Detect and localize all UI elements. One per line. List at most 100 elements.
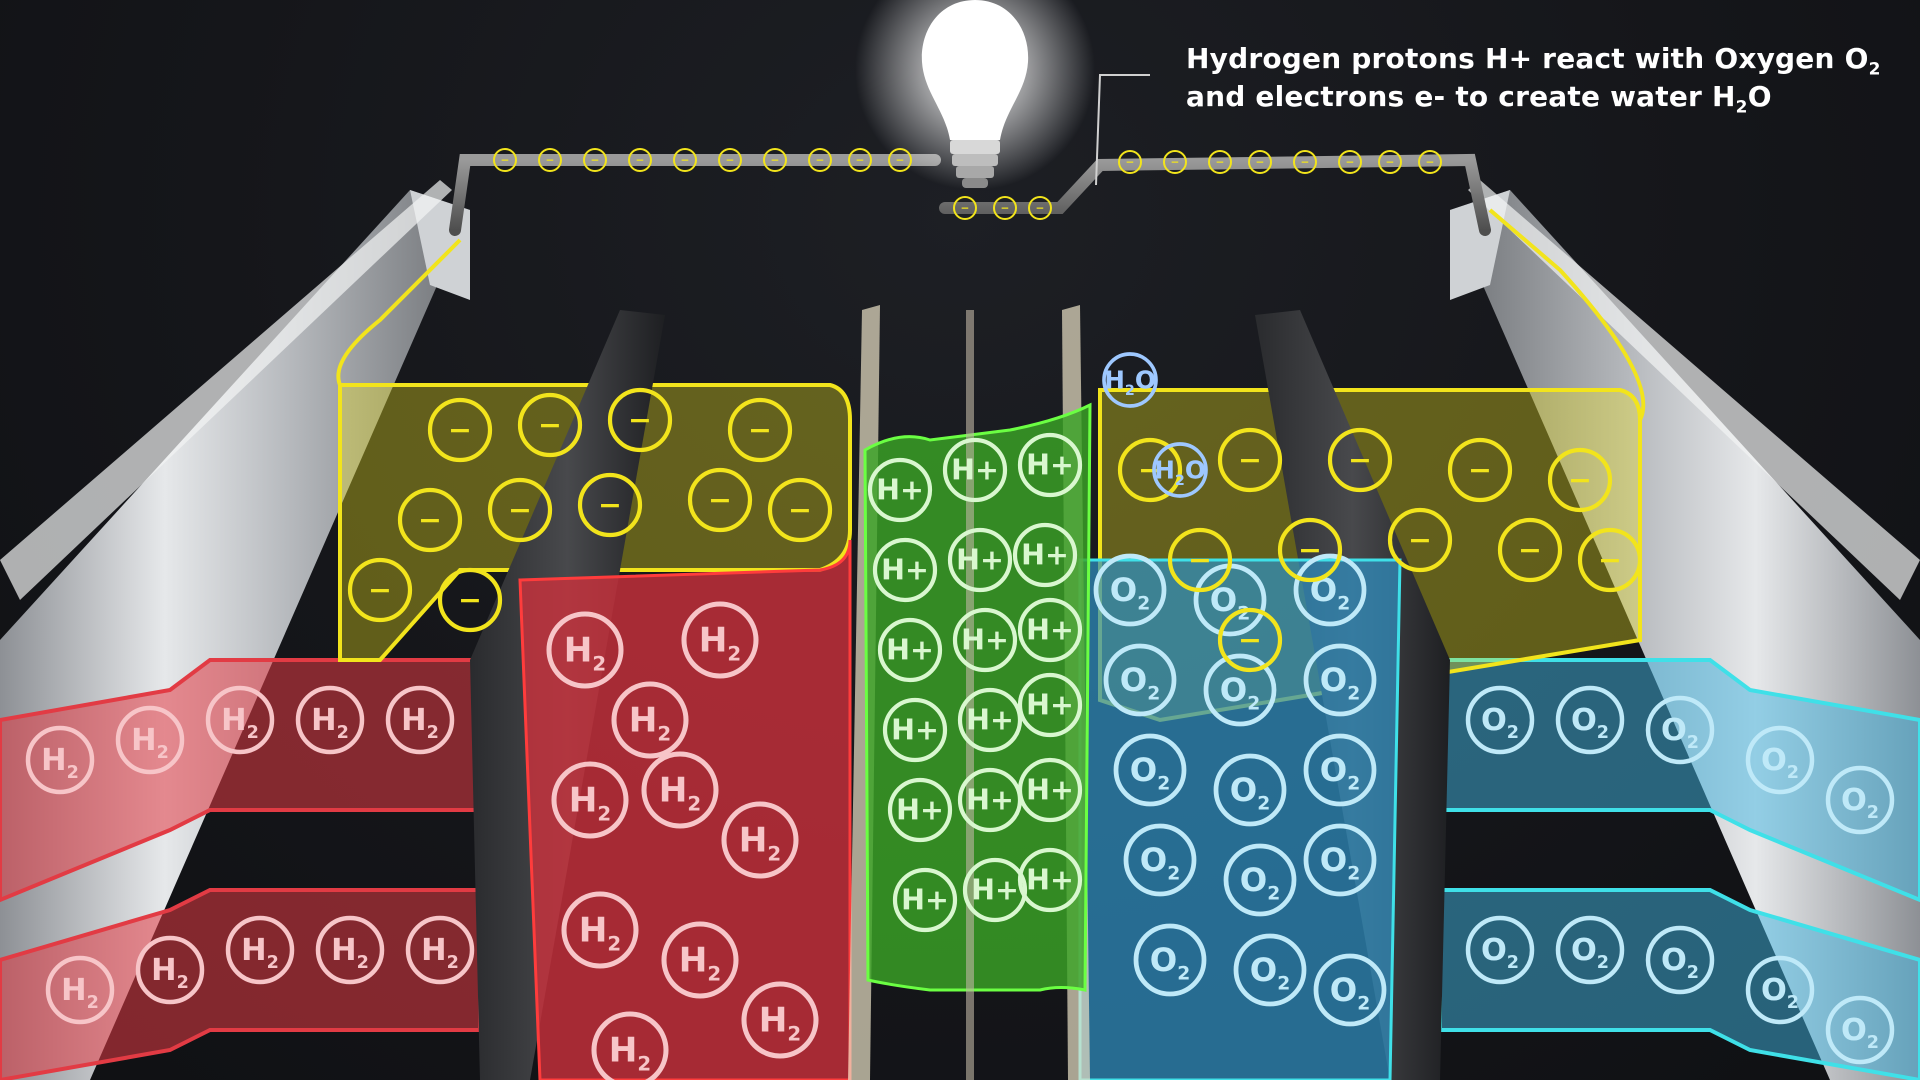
electron-symbol: −: [1598, 544, 1622, 577]
proton-molecule: H+: [1017, 597, 1083, 663]
electron-molecule: −: [347, 557, 413, 623]
electron-symbol: −: [628, 404, 652, 437]
proton-molecule: H+: [962, 857, 1028, 923]
electron-molecule: −: [1447, 437, 1513, 503]
hydrogen-symbol: H2: [629, 701, 671, 746]
electron-symbol: −: [1518, 534, 1542, 567]
oxygen-molecule: O2: [1555, 685, 1625, 755]
electron-symbol: −: [708, 484, 732, 517]
proton-symbol: H+: [1026, 864, 1074, 897]
oxygen-molecule: O2: [1825, 765, 1895, 835]
oxygen-molecule: O2: [1223, 843, 1297, 917]
electron-molecule: −: [808, 148, 832, 172]
electron-symbol: −: [1188, 544, 1212, 577]
proton-symbol: H+: [956, 544, 1004, 577]
electron-symbol: −: [1036, 203, 1045, 215]
light-bulb-icon: [855, 0, 1095, 190]
external-circuit-wire: [449, 74, 1491, 236]
hydrogen-symbol: H2: [759, 1001, 801, 1046]
oxygen-molecule: O2: [1133, 923, 1207, 997]
water-symbol: H2O: [1154, 455, 1206, 489]
electron-symbol: −: [501, 155, 510, 167]
proton-symbol: H+: [891, 714, 939, 747]
electron-symbol: −: [1426, 157, 1435, 169]
oxygen-symbol: O2: [1150, 941, 1190, 985]
electron-molecule: −: [888, 148, 912, 172]
oxygen-symbol: O2: [1110, 571, 1150, 615]
electron-symbol: −: [788, 494, 812, 527]
hydrogen-symbol: H2: [579, 911, 621, 956]
electron-molecule: −: [1217, 427, 1283, 493]
electron-molecule: −: [1163, 150, 1187, 174]
electron-molecule: −: [993, 196, 1017, 220]
proton-symbol: H+: [1026, 614, 1074, 647]
annotation-line-2: and electrons e- to create water H2O: [1186, 80, 1772, 118]
proton-symbol: H+: [1026, 449, 1074, 482]
proton-molecule: H+: [892, 867, 958, 933]
electron-molecule: −: [1118, 150, 1142, 174]
electron-molecule: −: [427, 397, 493, 463]
right-end-plate: [1450, 180, 1920, 1080]
oxygen-symbol: O2: [1661, 713, 1699, 753]
oxygen-molecule: O2: [1093, 553, 1167, 627]
hydrogen-symbol: H2: [61, 973, 99, 1013]
proton-symbol: H+: [971, 874, 1019, 907]
water-molecule: H2O: [1102, 352, 1158, 408]
hydrogen-molecule: H2: [25, 725, 95, 795]
proton-molecule: H+: [957, 767, 1023, 833]
electron-molecule: −: [1497, 517, 1563, 583]
hydrogen-molecule: H2: [135, 935, 205, 1005]
electron-symbol: −: [591, 155, 600, 167]
electron-molecule: −: [538, 148, 562, 172]
electron-symbol: −: [368, 574, 392, 607]
electron-molecule: −: [397, 487, 463, 553]
hydrogen-symbol: H2: [151, 953, 189, 993]
oxygen-symbol: O2: [1571, 703, 1609, 743]
oxygen-symbol: O2: [1320, 661, 1360, 705]
electron-molecule: −: [718, 148, 742, 172]
electron-symbol: −: [961, 203, 970, 215]
hydrogen-molecule: H2: [661, 921, 739, 999]
electron-symbol: −: [598, 489, 622, 522]
proton-symbol: H+: [886, 634, 934, 667]
oxygen-molecule: O2: [1745, 955, 1815, 1025]
electron-molecule: −: [727, 397, 793, 463]
proton-molecule: H+: [887, 777, 953, 843]
hydrogen-molecule: H2: [611, 681, 689, 759]
reaction-annotation: Hydrogen protons H+ react with Oxygen O2…: [1186, 40, 1906, 116]
proton-symbol: H+: [1026, 774, 1074, 807]
electron-symbol: −: [1171, 157, 1180, 169]
proton-symbol: H+: [876, 474, 924, 507]
proton-molecule: H+: [882, 697, 948, 763]
electron-molecule: −: [1338, 150, 1362, 174]
electron-molecule: −: [1387, 507, 1453, 573]
proton-symbol: H+: [1021, 539, 1069, 572]
electron-symbol: −: [1238, 624, 1262, 657]
oxygen-molecule: O2: [1645, 925, 1715, 995]
water-molecule: H2O: [1152, 442, 1208, 498]
electron-molecule: −: [517, 392, 583, 458]
electron-symbol: −: [448, 414, 472, 447]
electron-molecule: −: [487, 477, 553, 543]
oxygen-molecule: O2: [1233, 933, 1307, 1007]
electron-symbol: −: [1468, 454, 1492, 487]
electron-symbol: −: [1238, 444, 1262, 477]
hydrogen-molecule: H2: [385, 685, 455, 755]
hydrogen-symbol: H2: [659, 771, 701, 816]
proton-symbol: H+: [901, 884, 949, 917]
annotation-line-1: Hydrogen protons H+ react with Oxygen O2: [1186, 42, 1881, 80]
proton-molecule: H+: [947, 527, 1013, 593]
oxygen-molecule: O2: [1555, 915, 1625, 985]
proton-molecule: H+: [867, 457, 933, 523]
proton-molecule: H+: [1012, 522, 1078, 588]
electron-symbol: −: [1256, 157, 1265, 169]
electron-molecule: −: [1277, 517, 1343, 583]
electron-symbol: −: [1346, 157, 1355, 169]
electron-molecule: −: [607, 387, 673, 453]
hydrogen-molecule: H2: [591, 1011, 669, 1080]
electron-symbol: −: [1408, 524, 1432, 557]
oxygen-symbol: O2: [1661, 943, 1699, 983]
electron-symbol: −: [748, 414, 772, 447]
proton-molecule: H+: [957, 687, 1023, 753]
